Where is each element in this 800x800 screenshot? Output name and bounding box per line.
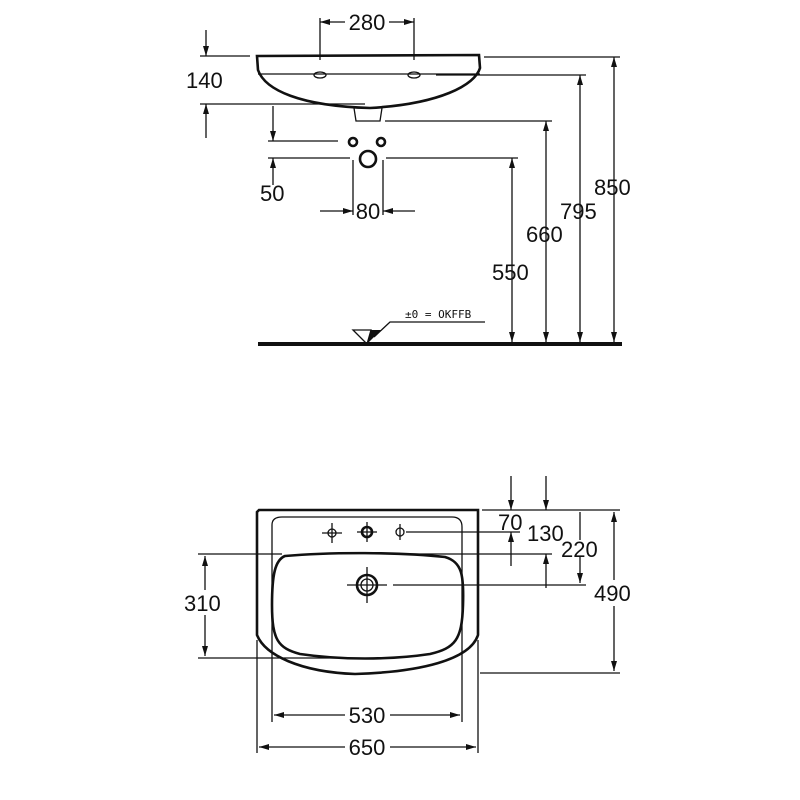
dim-795: 795 [560, 199, 597, 224]
floor-note: ±0 = OKFFB [405, 308, 472, 321]
top-view: 70 130 220 490 310 530 650 [184, 476, 631, 760]
dim-80: 80 [356, 199, 380, 224]
dim-140: 140 [186, 68, 223, 93]
dim-660: 660 [526, 222, 563, 247]
tap-hole-left [322, 523, 342, 543]
basin-rim-inner [271, 516, 463, 660]
dim-650: 650 [349, 735, 386, 760]
dim-310: 310 [184, 591, 221, 616]
tap-hole-right [407, 71, 421, 79]
drain [347, 567, 387, 603]
trap-outlet [353, 107, 383, 122]
dim-280: 280 [349, 10, 386, 35]
dim-550: 550 [492, 260, 529, 285]
bowl-outline [270, 551, 465, 660]
dim-490: 490 [594, 581, 631, 606]
basin-top-outline [255, 508, 480, 676]
waste-pipe [358, 149, 378, 169]
tap-hole-left [313, 71, 327, 79]
dim-530: 530 [349, 703, 386, 728]
dim-50: 50 [260, 181, 284, 206]
dim-130: 130 [527, 521, 564, 546]
basin-side-outline [255, 53, 482, 110]
dim-70: 70 [498, 510, 522, 535]
dim-850: 850 [594, 175, 631, 200]
valve-left [347, 136, 359, 148]
tap-hole-center [357, 522, 377, 542]
valve-right [375, 136, 387, 148]
floor-note-leader [373, 321, 485, 338]
side-view: ±0 = OKFFB 280 140 50 80 550 660 795 [186, 10, 631, 346]
dim-220: 220 [561, 537, 598, 562]
